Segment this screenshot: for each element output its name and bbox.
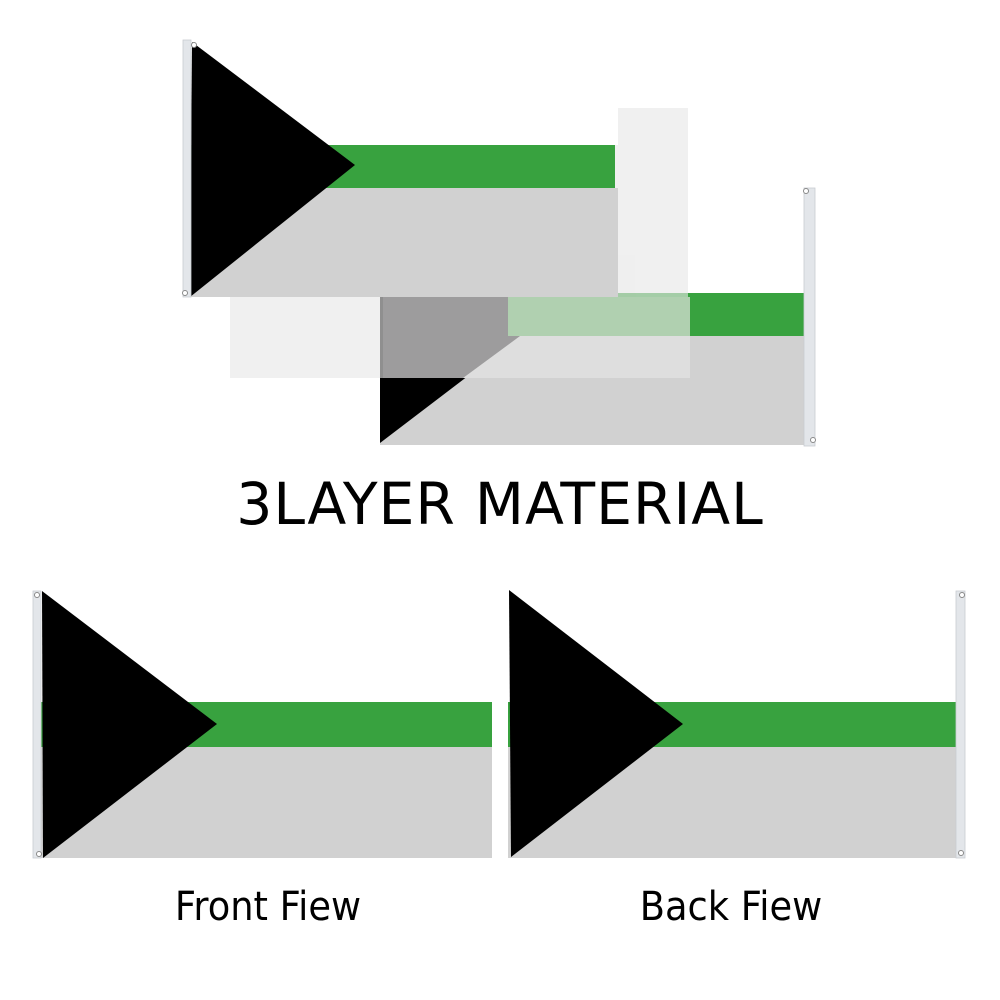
back-view-caption: Back Fiew bbox=[639, 884, 823, 930]
layered-flags-illustration bbox=[0, 0, 1000, 460]
page-title: 3LAYER MATERIAL bbox=[236, 470, 764, 538]
layered-flags-graphic bbox=[182, 39, 816, 447]
flag-layer-front bbox=[182, 39, 618, 298]
front-view-flag bbox=[30, 585, 500, 865]
back-view-flag-graphic bbox=[508, 590, 966, 859]
front-view-caption: Front Fiew bbox=[174, 884, 362, 930]
overlap-shading bbox=[383, 297, 690, 378]
front-view-flag-graphic bbox=[32, 590, 492, 859]
back-view-flag bbox=[500, 585, 975, 865]
